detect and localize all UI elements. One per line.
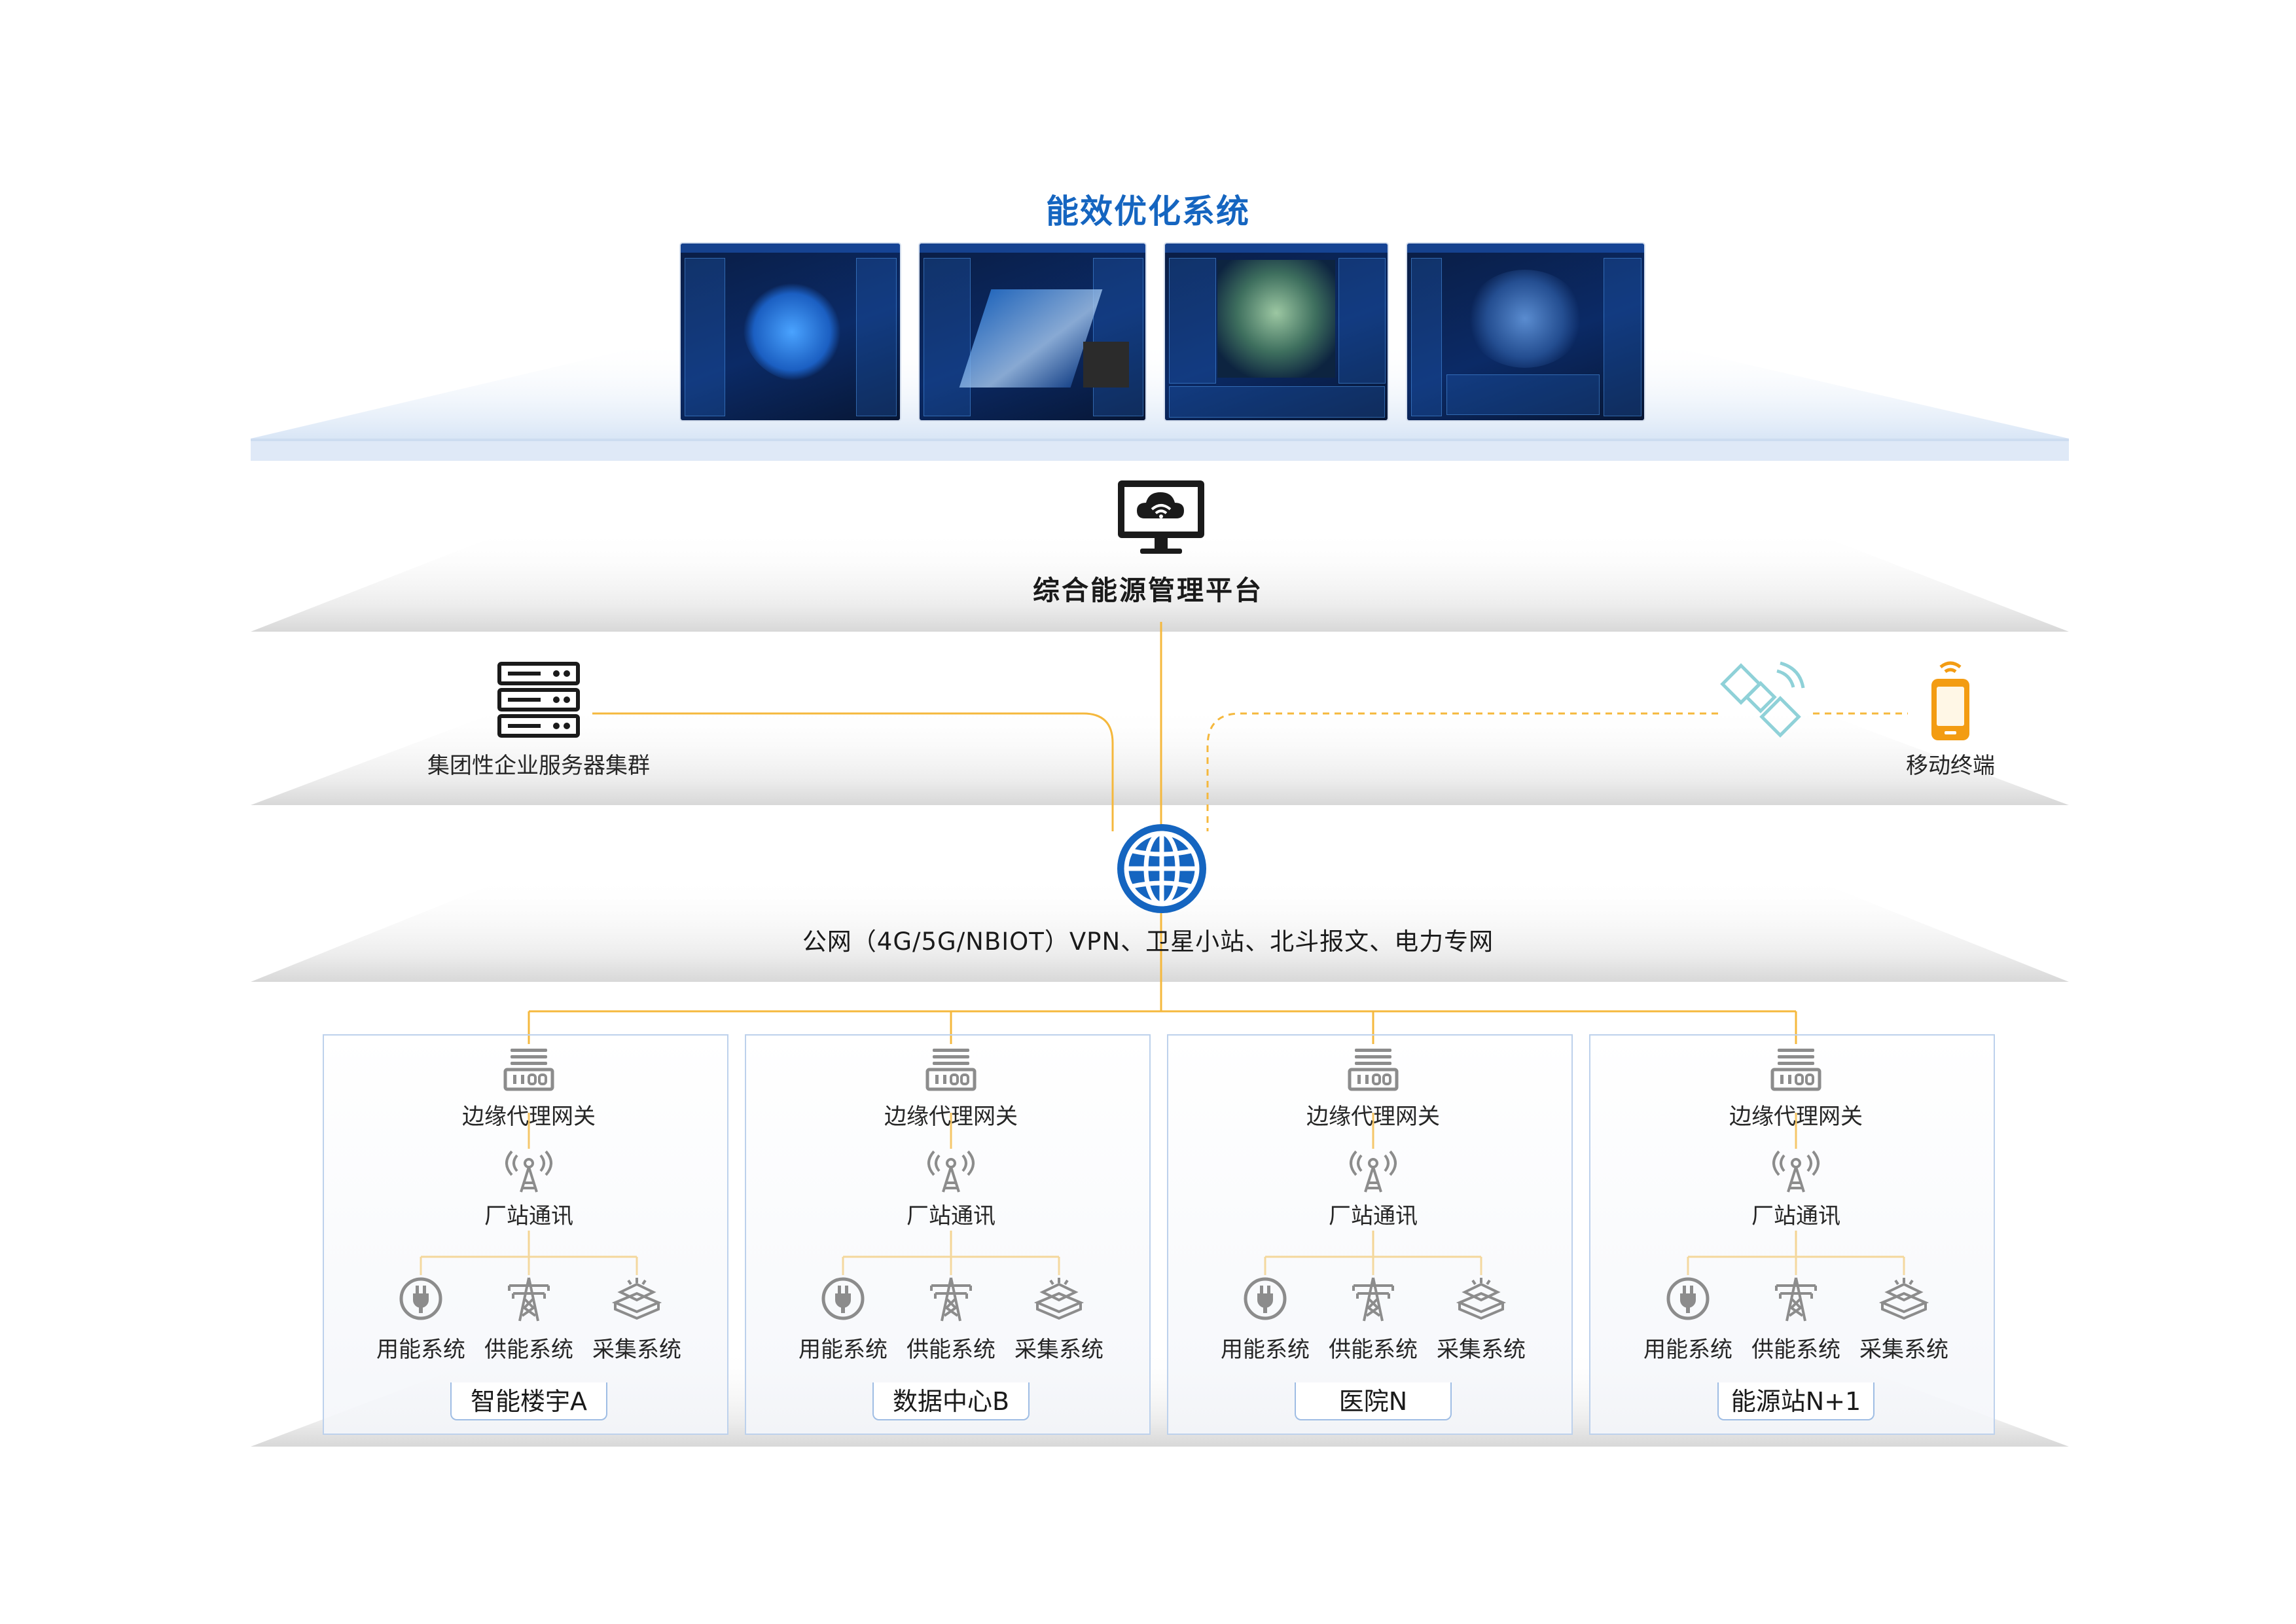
network-label: 公网（4G/5G/NBIOT）VPN、卫星小站、北斗报文、电力专网: [802, 928, 1494, 956]
power-pylon-icon: [501, 1275, 557, 1326]
efficiency-system-title: 能效优化系统: [1046, 192, 1250, 230]
site-name-tab: 数据中心B: [872, 1382, 1030, 1420]
gateway-icon: [1770, 1046, 1822, 1094]
system-label: 采集系统: [1014, 1337, 1103, 1363]
plug-icon: [1237, 1275, 1293, 1325]
plug-icon: [815, 1275, 871, 1325]
station-comm-label: 厂站通讯: [1329, 1203, 1418, 1229]
system-label: 供能系统: [1329, 1337, 1418, 1363]
antenna-tower-icon: [1770, 1149, 1822, 1197]
station-comm-label: 厂站通讯: [906, 1203, 996, 1229]
system-label: 供能系统: [1751, 1337, 1840, 1363]
antenna-tower-icon: [925, 1149, 977, 1197]
antenna-tower-icon: [1347, 1149, 1399, 1197]
site-box: [745, 1034, 1151, 1435]
satellite-icon: [1720, 661, 1805, 738]
dashboard-thumbnail-2: [920, 244, 1145, 420]
system-label: 用能系统: [798, 1337, 888, 1363]
site-box: [1589, 1034, 1995, 1435]
dashboard-thumbnail-1: [681, 244, 900, 420]
site-box: [1167, 1034, 1573, 1435]
site-name-tab: 能源站N+1: [1717, 1382, 1874, 1420]
gateway-label: 边缘代理网关: [1729, 1104, 1863, 1130]
collector-icon: [1453, 1275, 1509, 1325]
system-label: 用能系统: [376, 1337, 465, 1363]
system-label: 采集系统: [1859, 1337, 1948, 1363]
system-label: 供能系统: [906, 1337, 996, 1363]
station-comm-label: 厂站通讯: [1751, 1203, 1840, 1229]
gateway-label: 边缘代理网关: [462, 1104, 596, 1130]
gateway-icon: [503, 1046, 555, 1094]
gateway-label: 边缘代理网关: [884, 1104, 1018, 1130]
power-pylon-icon: [1345, 1275, 1401, 1326]
power-pylon-icon: [923, 1275, 979, 1326]
plug-icon: [393, 1275, 449, 1325]
globe-icon: [1117, 824, 1206, 913]
site-box: [323, 1034, 728, 1435]
mobile-terminal-label: 移动终端: [1906, 753, 1995, 779]
collector-icon: [1031, 1275, 1087, 1325]
power-pylon-icon: [1768, 1275, 1824, 1326]
monitor-cloud-icon: [1118, 480, 1204, 554]
gateway-icon: [925, 1046, 977, 1094]
server-rack-icon: [497, 662, 580, 738]
station-comm-label: 厂站通讯: [484, 1203, 573, 1229]
collector-icon: [609, 1275, 665, 1325]
dashboard-thumbnail-4: [1407, 244, 1644, 420]
site-name-tab: 智能楼宇A: [450, 1382, 607, 1420]
collector-icon: [1876, 1275, 1932, 1325]
system-label: 采集系统: [592, 1337, 681, 1363]
gateway-icon: [1347, 1046, 1399, 1094]
system-label: 用能系统: [1643, 1337, 1732, 1363]
platform-title: 综合能源管理平台: [1033, 575, 1263, 606]
site-name-tab: 医院N: [1295, 1382, 1452, 1420]
server-cluster-label: 集团性企业服务器集群: [427, 753, 650, 779]
mobile-phone-icon: [1931, 661, 1969, 740]
gateway-label: 边缘代理网关: [1306, 1104, 1440, 1130]
plug-icon: [1660, 1275, 1716, 1325]
system-label: 用能系统: [1221, 1337, 1310, 1363]
dashboard-thumbnail-3: [1165, 244, 1388, 420]
system-label: 采集系统: [1437, 1337, 1526, 1363]
antenna-tower-icon: [503, 1149, 555, 1197]
system-label: 供能系统: [484, 1337, 573, 1363]
